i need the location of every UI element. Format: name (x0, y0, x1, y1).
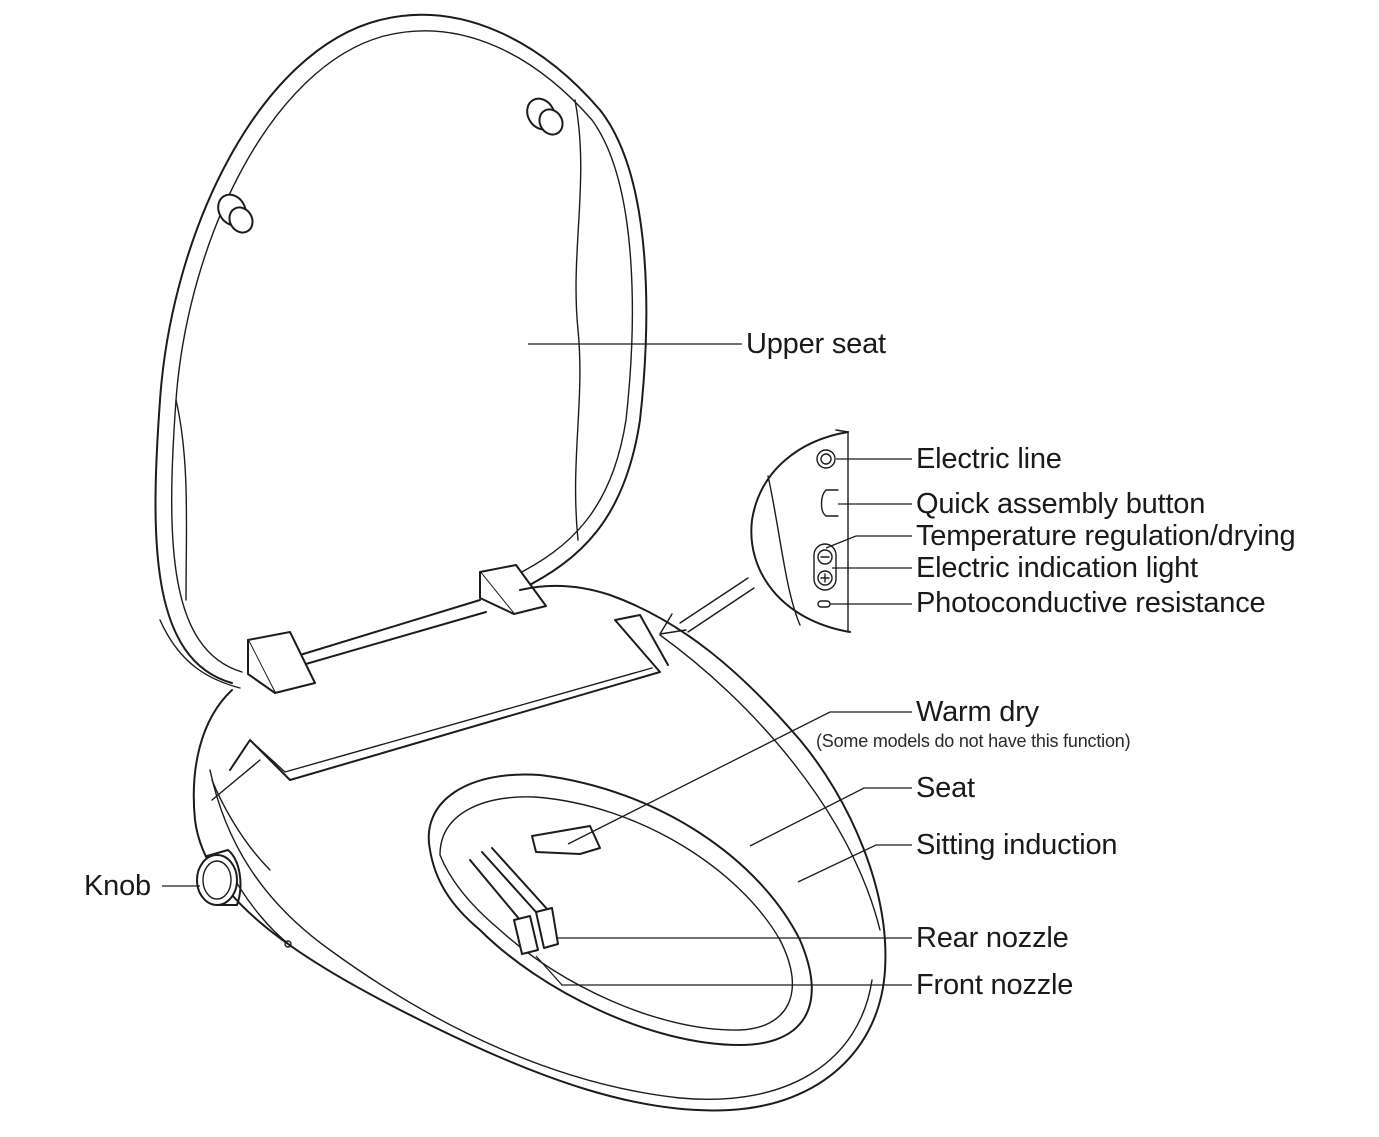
label-upper-seat: Upper seat (746, 328, 886, 360)
side-panel-inset (659, 429, 851, 635)
label-electric-indication-light: Electric indication light (916, 552, 1198, 584)
label-warm-dry: Warm dry (916, 696, 1039, 728)
leader-lines (162, 343, 912, 986)
knob-drawing (196, 849, 242, 906)
label-electric-line: Electric line (916, 443, 1062, 475)
lid-bumper-left (217, 193, 254, 234)
label-rear-nozzle: Rear nozzle (916, 922, 1069, 954)
lid-bumper-top (526, 97, 564, 136)
label-seat: Seat (916, 772, 975, 804)
hinge-panel (247, 564, 547, 694)
upper-seat-lid (154, 13, 648, 689)
label-quick-assembly-button: Quick assembly button (916, 488, 1206, 520)
label-temperature-regulation: Temperature regulation/drying (916, 520, 1296, 552)
label-photoconductive-resistance: Photoconductive resistance (916, 587, 1266, 619)
label-front-nozzle: Front nozzle (916, 969, 1074, 1001)
label-warm-dry-note: (Some models do not have this function) (816, 731, 1131, 751)
label-knob: Knob (84, 870, 151, 902)
label-sitting-induction: Sitting induction (916, 829, 1118, 861)
